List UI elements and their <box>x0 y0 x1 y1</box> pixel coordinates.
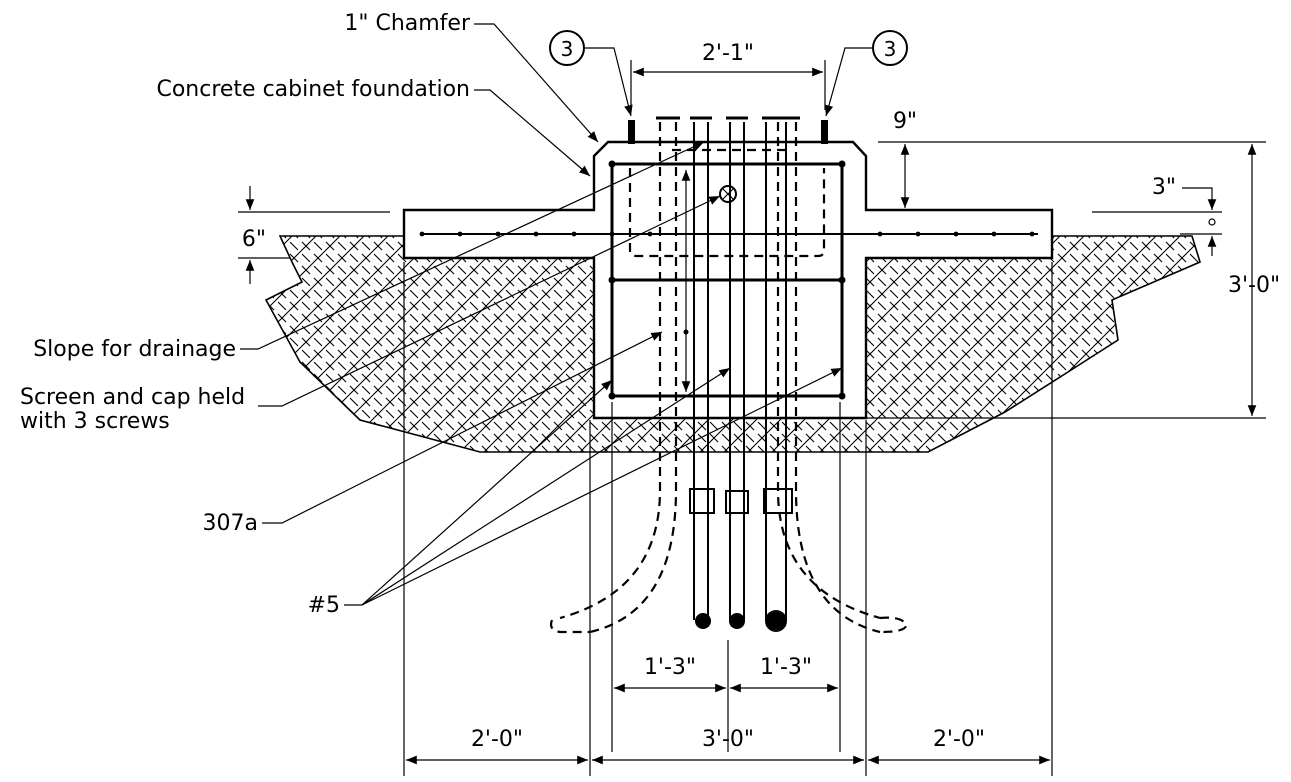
callout-bubble-left: 3 <box>549 30 585 66</box>
label-slope: Slope for drainage <box>33 337 236 362</box>
svg-text:2'-1": 2'-1" <box>702 41 754 66</box>
conduits <box>549 116 908 634</box>
svg-text:3: 3 <box>561 37 574 61</box>
anchor-bolt-right <box>821 120 828 144</box>
conduit-end <box>765 610 787 632</box>
anchor-bolt-left <box>628 120 635 144</box>
label-screen-line2: with 3 screws <box>20 409 170 434</box>
label-rebar-5: #5 <box>308 593 340 618</box>
svg-text:9": 9" <box>893 109 917 134</box>
svg-text:2'-0": 2'-0" <box>933 727 985 752</box>
svg-text:3": 3" <box>1152 175 1176 200</box>
dim-slab-thickness: 6" <box>242 227 266 252</box>
svg-text:1'-3": 1'-3" <box>644 655 696 680</box>
svg-text:3: 3 <box>884 37 897 61</box>
drain-screen-icon <box>719 185 737 203</box>
label-chamfer: 1" Chamfer <box>344 11 471 36</box>
conduit-end <box>695 613 711 629</box>
svg-text:1'-3": 1'-3" <box>760 655 812 680</box>
svg-text:3'-0": 3'-0" <box>1228 273 1280 298</box>
conduit-end <box>729 613 745 629</box>
label-foundation: Concrete cabinet foundation <box>156 77 470 102</box>
callout-bubble-right: 3 <box>872 30 908 66</box>
svg-text:3'-0": 3'-0" <box>702 727 754 752</box>
svg-text:2'-0": 2'-0" <box>471 727 523 752</box>
label-307a: 307a <box>203 511 258 536</box>
label-screen-line1: Screen and cap held <box>20 385 245 410</box>
cabinet-hidden-outline <box>628 168 826 258</box>
